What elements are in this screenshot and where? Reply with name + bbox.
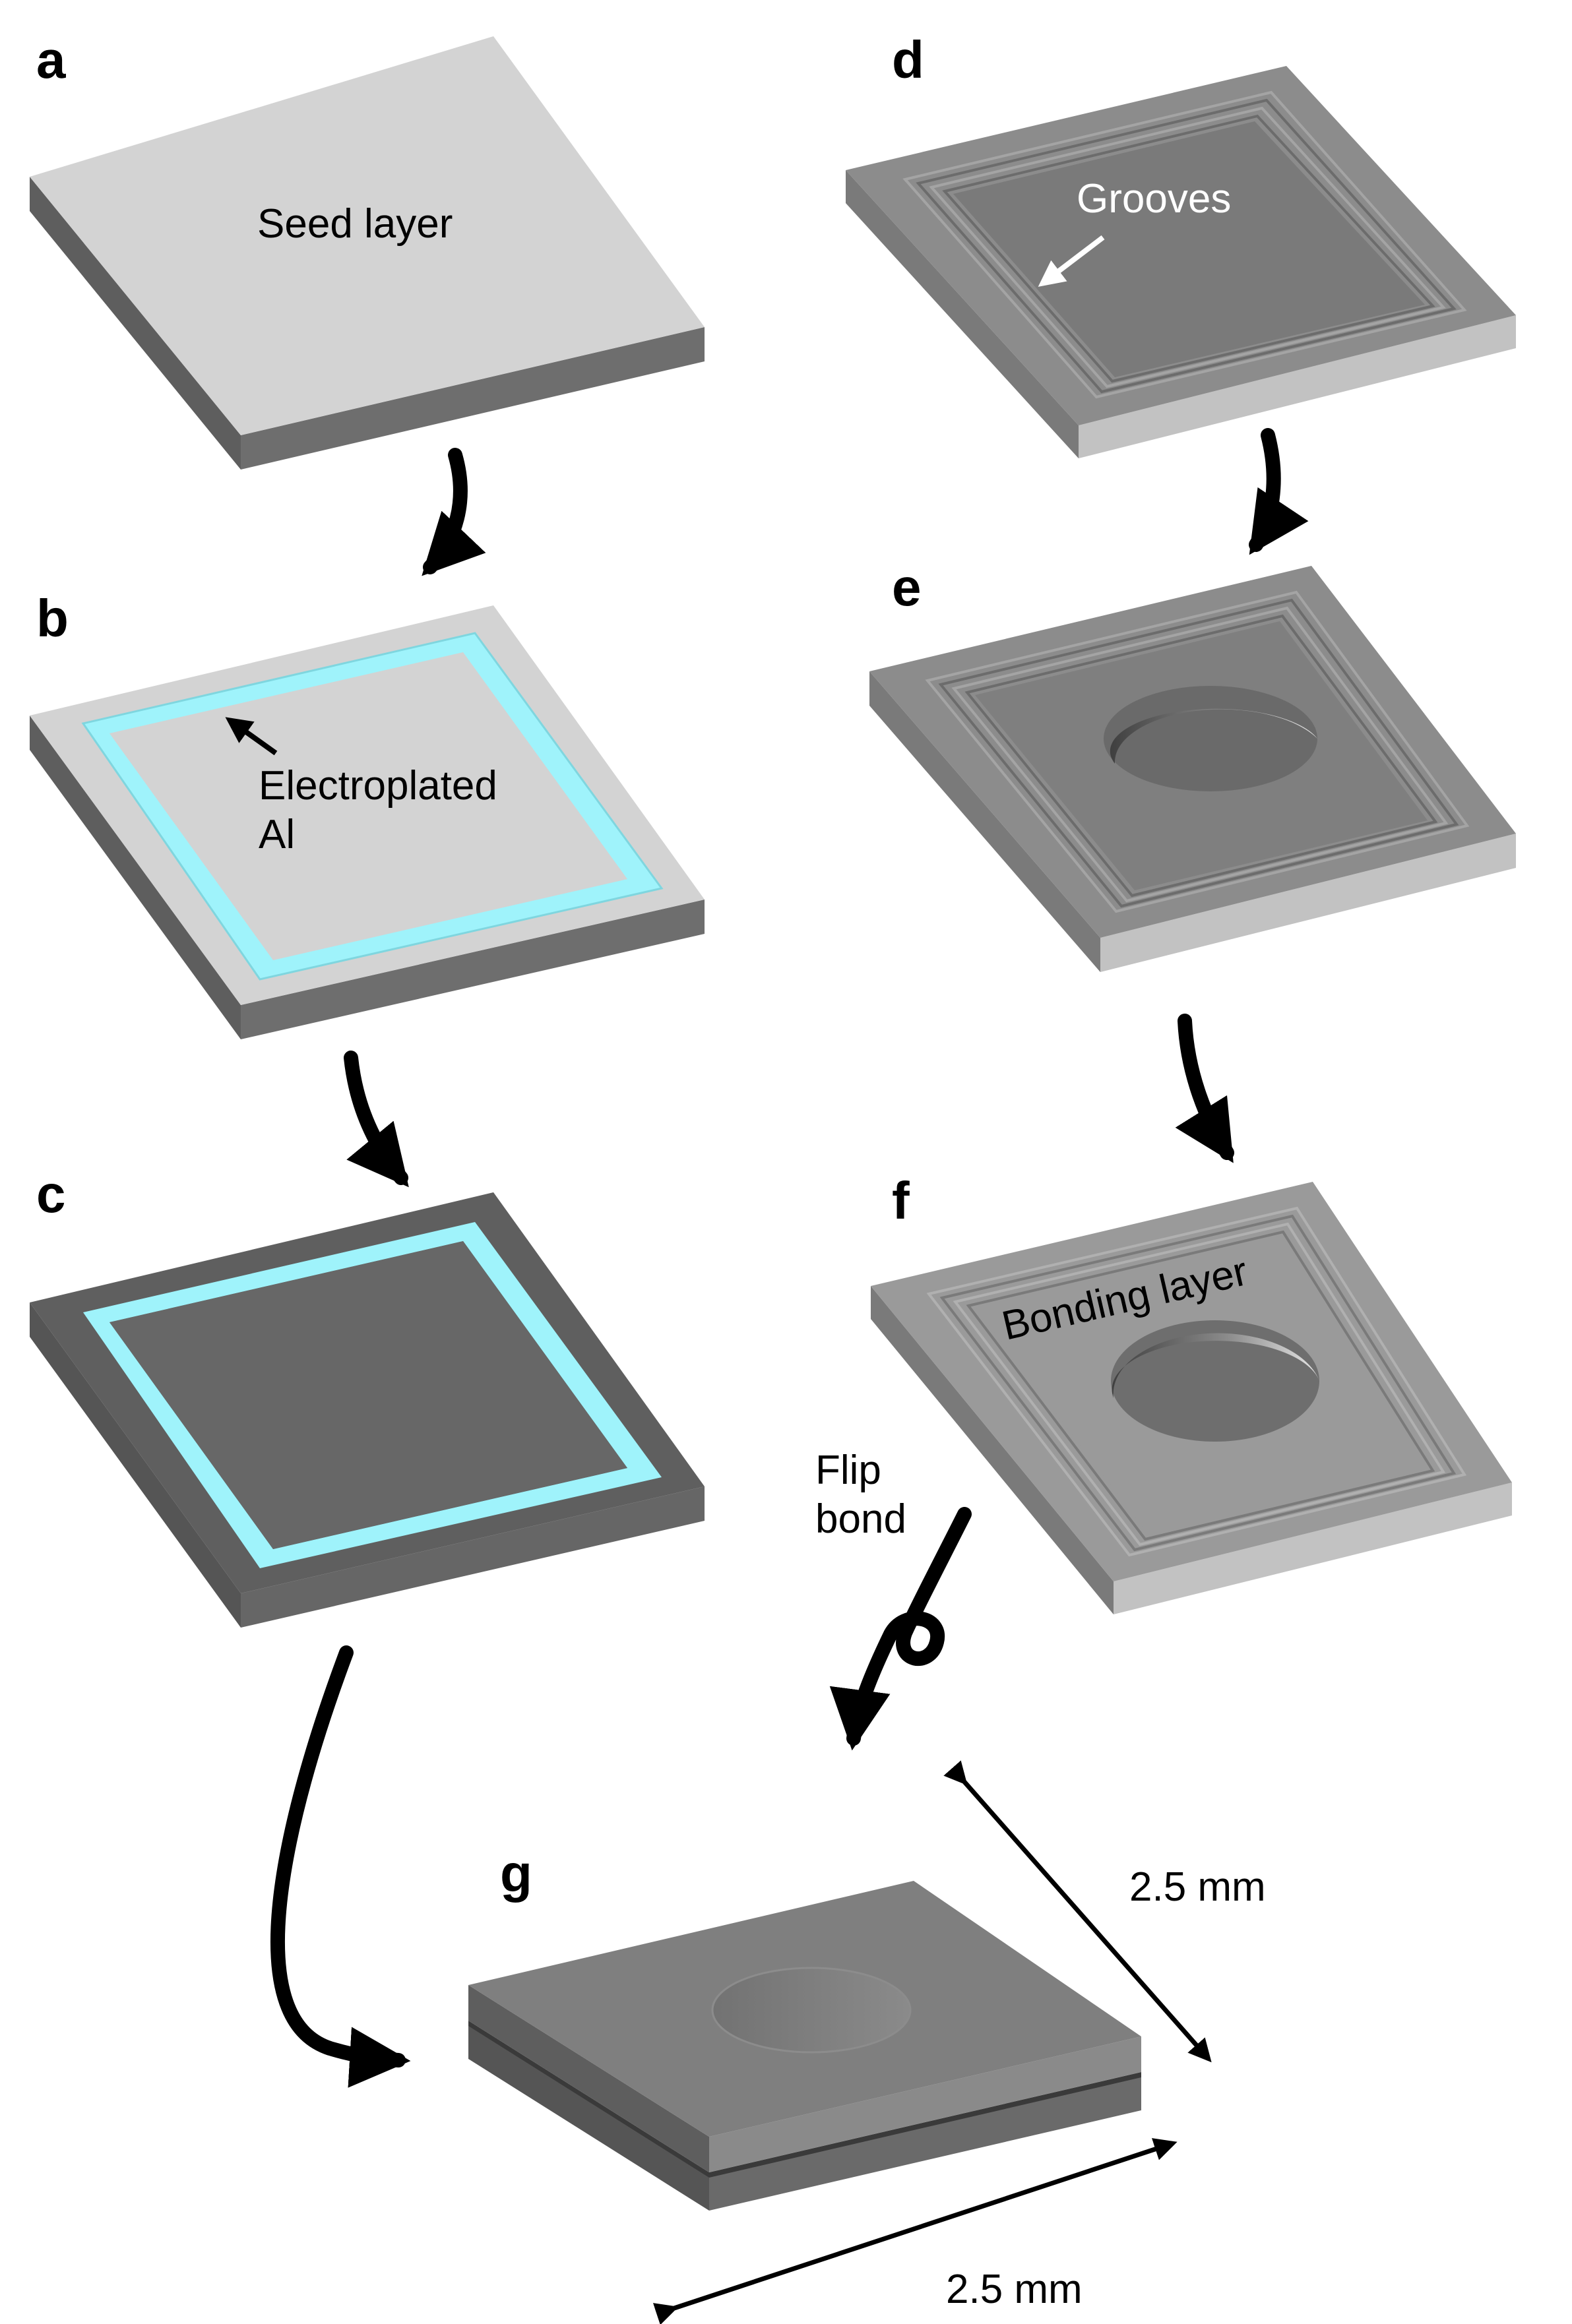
arrow-d-to-e — [1249, 428, 1309, 555]
panel-f-letter: f — [892, 1171, 910, 1230]
panel-g-letter: g — [500, 1844, 532, 1903]
panel-f: f Bonding layer — [871, 1171, 1512, 1614]
panel-g-hole-shadow — [712, 1968, 910, 2052]
arrow-c-to-g — [270, 1645, 411, 2088]
panel-e-grooves — [925, 590, 1470, 913]
panel-d-left-side — [846, 170, 1079, 458]
panel-c-front-side — [241, 1486, 705, 1628]
panel-g-top-plate-left-side — [468, 1985, 709, 2172]
electroplated-pointer-arrow — [225, 717, 278, 756]
panel-g-hole-rim — [711, 1967, 912, 2054]
electroplated-label-line1: Electroplated — [259, 763, 497, 809]
panel-c-left-side — [30, 1302, 241, 1628]
panel-c-inner-etched — [110, 1241, 627, 1549]
panel-b-electroplated-al-ring — [83, 633, 662, 979]
panel-b: b Electroplated Al — [30, 589, 705, 1039]
electroplated-label-line2: Al — [259, 812, 295, 857]
panel-c-al-ring — [83, 1222, 662, 1568]
panel-a-front-side — [241, 327, 705, 470]
arrow-flip-bond — [829, 1507, 972, 1751]
panel-a-letter: a — [36, 30, 66, 89]
panel-e-left-side — [869, 671, 1100, 972]
panel-e-letter: e — [892, 558, 922, 617]
panel-c-letter: c — [36, 1165, 66, 1223]
panel-b-al-ring-edge — [81, 632, 664, 981]
dimension-label-bottom: 2.5 mm — [946, 2267, 1083, 2312]
panel-d-grooves — [902, 90, 1467, 399]
panel-g: g 2.5 mm 2.5 mm — [468, 1760, 1266, 2324]
arrow-a-to-b — [422, 448, 486, 576]
panel-a: a Seed layer — [30, 30, 705, 470]
seed-layer-label: Seed layer — [257, 201, 453, 247]
panel-f-grooves — [926, 1206, 1467, 1557]
panel-e-front-side — [1100, 834, 1516, 972]
panel-d-letter: d — [892, 30, 924, 89]
arrow-b-to-c — [344, 1051, 409, 1188]
grooves-label: Grooves — [1077, 176, 1231, 222]
panel-a-seed-layer-top — [30, 36, 705, 435]
panel-d: d Grooves — [846, 30, 1516, 458]
bond-label: bond — [815, 1496, 906, 1542]
flip-label: Flip — [815, 1448, 881, 1493]
panel-f-front-side — [1114, 1483, 1512, 1614]
arrow-e-to-f — [1175, 1014, 1234, 1163]
panel-g-bottom-plate-left-side — [468, 2025, 709, 2211]
panel-b-front-side — [241, 900, 705, 1039]
dimension-label-right: 2.5 mm — [1129, 1864, 1266, 1910]
panel-b-letter: b — [36, 589, 69, 648]
panel-e: e — [869, 558, 1516, 972]
panel-b-left-side — [30, 716, 241, 1039]
grooves-pointer-arrow — [1038, 235, 1105, 287]
panel-e-hole-rim — [1104, 686, 1317, 791]
panel-f-hole-rim — [1111, 1320, 1319, 1442]
dimension-arrow-bottom — [652, 2138, 1178, 2324]
panel-c: c — [30, 1165, 705, 1628]
panel-f-left-side — [871, 1286, 1114, 1614]
panel-a-left-side — [30, 177, 241, 470]
panel-d-front-side — [1079, 315, 1516, 458]
dimension-arrow-right — [943, 1760, 1212, 2063]
panel-d-inner-area — [953, 121, 1425, 377]
process-arrows — [270, 428, 1309, 2088]
